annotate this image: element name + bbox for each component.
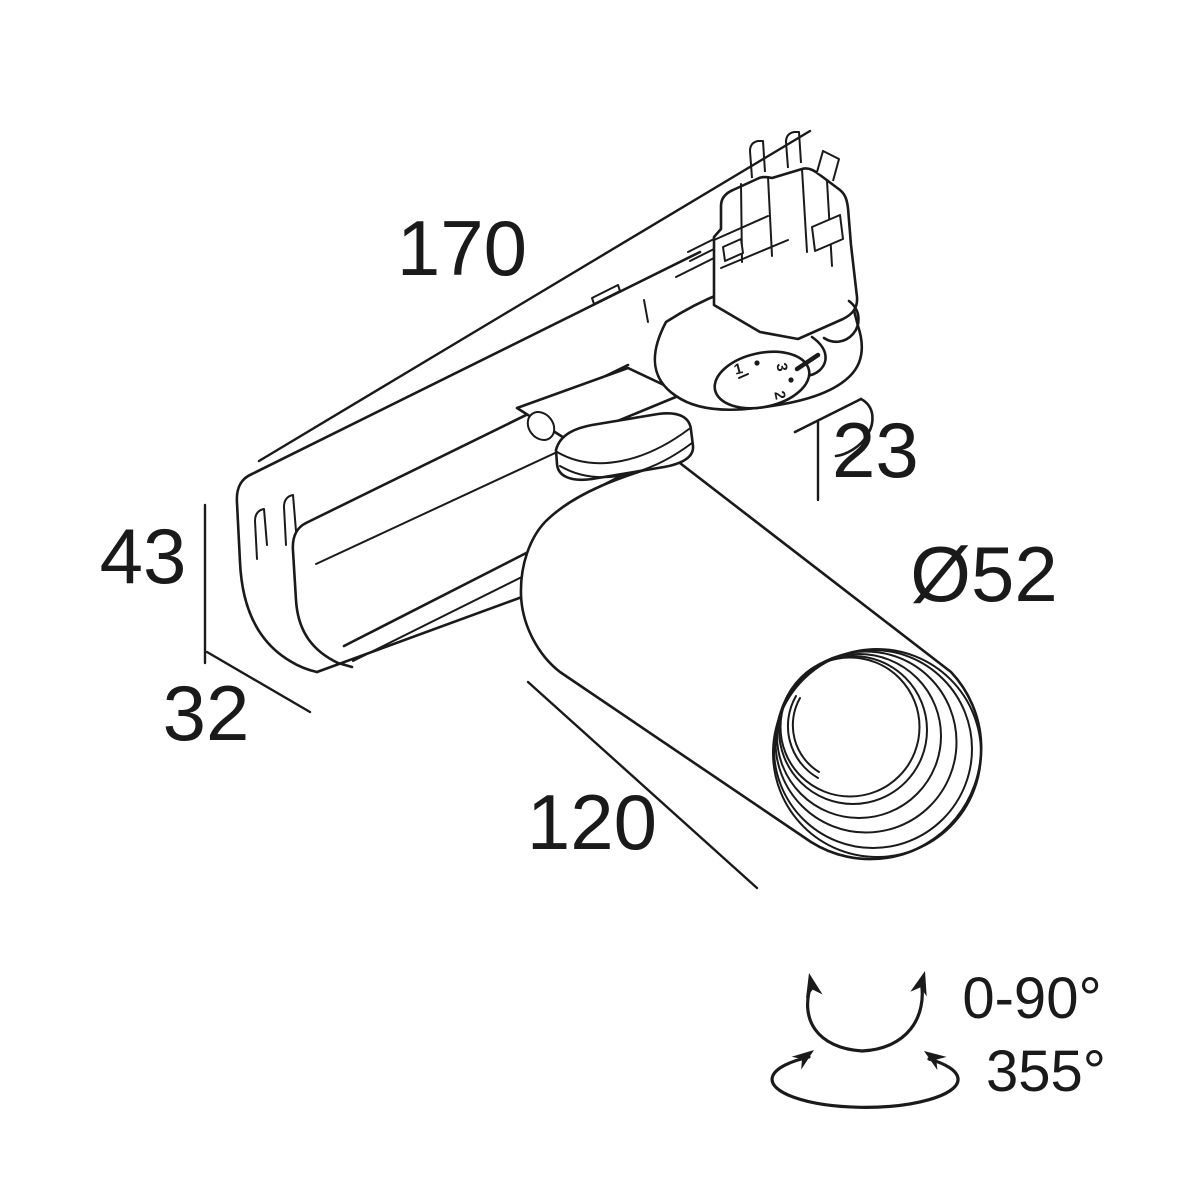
screw-icon [526, 411, 556, 441]
phase-dial: 1 3 2 [713, 350, 821, 410]
contact-pin-icon [749, 140, 766, 179]
dim-track-length-label: 170 [397, 204, 527, 292]
contact-pin-icon [785, 131, 802, 169]
pan-arrow-right-icon [924, 1051, 947, 1071]
tilt-arrow-right-icon [910, 971, 927, 997]
dial-dot-icon [788, 377, 794, 383]
dimensions: 170 43 32 120 23 Ø52 [100, 129, 1058, 890]
dim-cylinder-length-label: 120 [527, 778, 657, 866]
dim-cylinder-length-line [526, 680, 759, 890]
track-connector: 1 3 2 [653, 131, 864, 412]
dial-dot-icon [754, 360, 760, 366]
pan-range-label: 355° [986, 1039, 1106, 1104]
latch-hook-icon [822, 299, 860, 344]
tilt-range-label: 0-90° [962, 966, 1101, 1031]
rotation-symbols: 0-90° 355° [770, 966, 1106, 1109]
dial-pointer-icon [794, 352, 821, 372]
track-clip-icon [283, 494, 297, 546]
dim-housing-height-label: 43 [100, 512, 187, 600]
dim-housing-width-line [205, 650, 312, 714]
track-clip-icon [254, 508, 268, 560]
dim-diameter-label: Ø52 [910, 530, 1057, 618]
dial-mark-2: 2 [770, 389, 788, 401]
tilt-arrow-left-icon [806, 973, 823, 999]
connector-tower [712, 167, 859, 341]
lens-bezel-rings [772, 648, 982, 858]
dim-adapter-height-label: 23 [832, 406, 919, 494]
dim-housing-width-label: 32 [163, 669, 250, 757]
dim-track-length-line [257, 129, 812, 463]
pan-arc-icon [770, 1055, 960, 1109]
pan-arrow-left-icon [791, 1050, 814, 1070]
tilt-arc-icon [806, 978, 924, 1053]
dial-mark-3: 3 [772, 362, 790, 373]
swivel-bracket [515, 366, 695, 482]
